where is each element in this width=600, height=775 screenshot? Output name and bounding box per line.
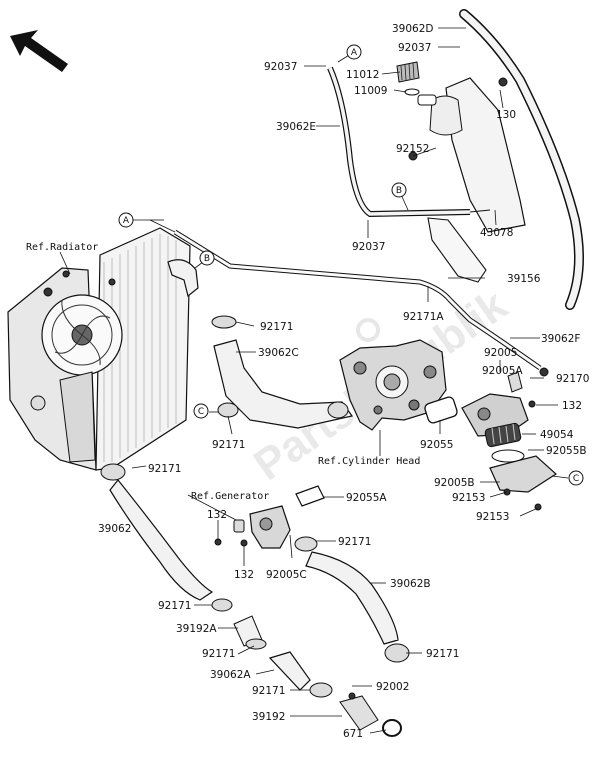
ref-generator-label: Ref.Generator — [191, 491, 269, 502]
label-92153-b: 92153 — [476, 511, 509, 523]
label-92171-d: 92171 — [338, 536, 371, 548]
callout-b-tank: B — [391, 182, 407, 198]
hose-39062f — [174, 230, 541, 370]
hose-39062a — [268, 651, 311, 691]
drain-plug — [30, 395, 46, 411]
svg-text:C: C — [198, 407, 204, 417]
clamp-92171-upper — [211, 315, 237, 329]
label-92170: 92170 — [556, 373, 589, 385]
upper-radiator-neck — [167, 259, 199, 298]
gasket-92055a — [295, 485, 325, 507]
label-39192: 39192 — [252, 711, 285, 723]
label-11009: 11009 — [354, 85, 387, 97]
thermostat-cover — [489, 455, 557, 493]
label-92002: 92002 — [376, 681, 409, 693]
hose-39062b — [305, 551, 399, 645]
label-92055b: 92055B — [546, 445, 587, 457]
svg-text:B: B — [204, 254, 210, 264]
label-92171-c: 92171 — [148, 463, 181, 475]
label-92037-bottom: 92037 — [352, 241, 385, 253]
gasket-92055 — [424, 396, 458, 424]
o-ring-671 — [382, 719, 402, 737]
tank-neck — [417, 94, 437, 106]
watermark-gear-icon — [356, 318, 380, 342]
label-92171-h: 92171 — [252, 685, 285, 697]
cylinder-head — [339, 339, 447, 431]
clamp-92171-radiator — [100, 463, 126, 481]
svg-text:B: B — [396, 186, 402, 196]
leader-lines — [59, 27, 558, 734]
label-132-a: 132 — [207, 509, 227, 521]
label-39156: 39156 — [507, 273, 541, 285]
label-92171-a: 92171 — [260, 321, 293, 333]
ref-cylinder-head-label: Ref.Cylinder Head — [318, 456, 420, 467]
label-43078: 43078 — [480, 227, 513, 239]
label-39192a: 39192A — [176, 623, 217, 635]
hose-39062d — [460, 10, 583, 309]
label-39062e: 39062E — [276, 121, 316, 133]
label-92153-a: 92153 — [452, 492, 485, 504]
label-39062c: 39062C — [258, 347, 299, 359]
label-92005b: 92005B — [434, 477, 475, 489]
svg-text:A: A — [123, 216, 130, 226]
svg-text:A: A — [351, 48, 358, 58]
radiator — [7, 227, 191, 471]
ref-radiator-label: Ref.Radiator — [26, 242, 98, 253]
hose-39062c — [213, 339, 354, 429]
label-92171-f: 92171 — [202, 648, 235, 660]
label-39062b: 39062B — [390, 578, 431, 590]
label-92171-b: 92171 — [212, 439, 245, 451]
label-130: 130 — [496, 109, 516, 121]
callout-a-top: A — [346, 44, 362, 60]
label-671: 671 — [343, 728, 363, 740]
reserve-tank — [396, 61, 526, 283]
callout-c-thermostat: C — [568, 470, 584, 486]
callout-a-radiator: A — [118, 212, 134, 228]
svg-text:C: C — [573, 474, 579, 484]
label-39062: 39062 — [98, 523, 131, 535]
callout-b-radiator: B — [199, 250, 215, 266]
label-92055: 92055 — [420, 439, 453, 451]
label-92171-g: 92171 — [426, 648, 459, 660]
clamp-92171-mid — [217, 402, 239, 418]
tank-cover — [427, 217, 487, 283]
label-92005c: 92005C — [266, 569, 307, 581]
thermostat — [484, 422, 522, 448]
label-39062a: 39062A — [210, 669, 251, 681]
callout-c-hose: C — [193, 403, 209, 419]
pipe-39192 — [339, 695, 379, 731]
hose-39062 — [109, 479, 214, 601]
label-132-right: 132 — [562, 400, 582, 412]
label-92171a: 92171A — [403, 311, 444, 323]
label-39062f: 39062F — [541, 333, 580, 345]
label-92055a: 92055A — [346, 492, 387, 504]
hose-39062e — [328, 67, 471, 216]
label-92152: 92152 — [396, 143, 429, 155]
label-92037-left: 92037 — [264, 61, 297, 73]
tank-cap — [396, 61, 420, 83]
label-132-b: 132 — [234, 569, 254, 581]
label-92171-e: 92171 — [158, 600, 191, 612]
part-labels: 39062D 92037 92037 11012 11009 130 39062… — [98, 23, 589, 740]
label-92005: 92005 — [484, 347, 517, 359]
gasket-92055b — [491, 449, 525, 463]
label-11012: 11012 — [346, 69, 379, 81]
label-92005a: 92005A — [482, 365, 523, 377]
label-39062d: 39062D — [392, 23, 434, 35]
label-92037-top: 92037 — [398, 42, 431, 54]
arrow-up-left-icon — [10, 30, 68, 72]
label-49054: 49054 — [540, 429, 574, 441]
